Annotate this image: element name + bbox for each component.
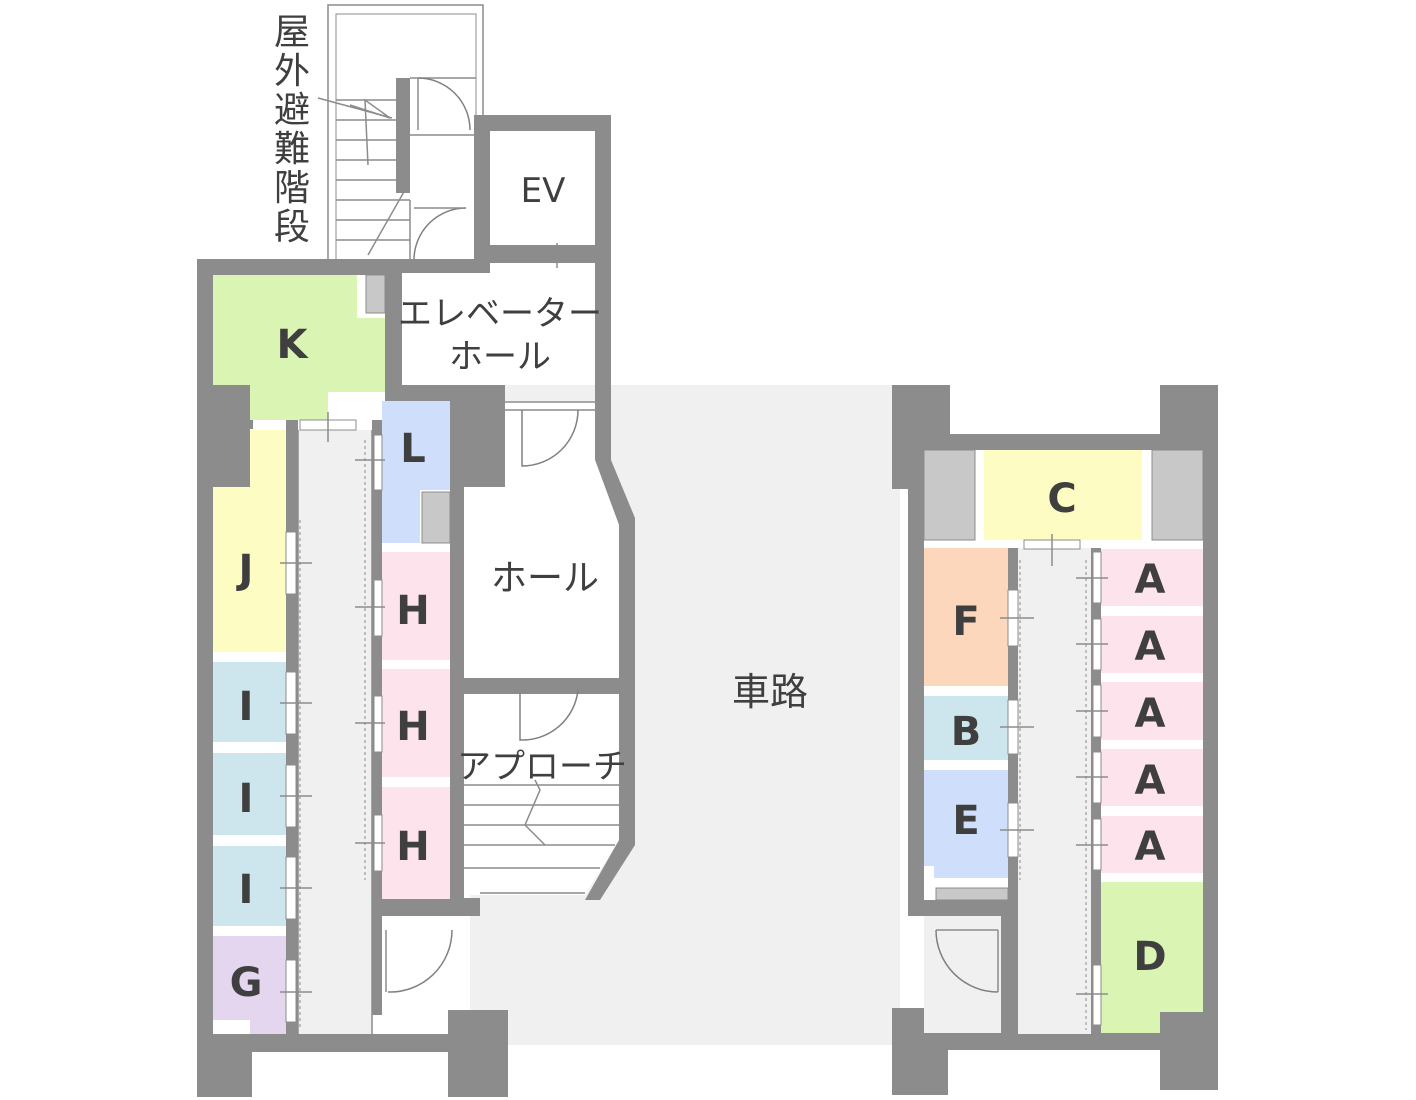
- unit-L-label: L: [400, 426, 426, 472]
- outdoor-stairs-char-3: 避: [274, 90, 310, 131]
- outdoor-stairs-char-2: 外: [274, 51, 310, 92]
- unit-A-2-label: A: [1135, 624, 1166, 670]
- unit-G-label: G: [230, 960, 263, 1006]
- unit-J-label: J: [236, 547, 254, 593]
- storage-K: [365, 274, 386, 314]
- unit-L[interactable]: [382, 401, 450, 543]
- storage-right-1: [923, 449, 976, 541]
- outdoor-stairs-char-5: 階: [274, 168, 310, 209]
- passage: [505, 401, 595, 487]
- approach-area: [464, 694, 619, 895]
- unit-I-2[interactable]: [213, 753, 286, 835]
- unit-A-2[interactable]: [1101, 616, 1203, 673]
- unit-G[interactable]: [213, 936, 286, 1034]
- hall-door: [521, 409, 579, 467]
- storage-L: [421, 491, 451, 544]
- hall-label: ホール: [491, 558, 599, 599]
- unit-K[interactable]: [213, 275, 385, 420]
- unit-H-3[interactable]: [382, 787, 450, 899]
- unit-F[interactable]: [924, 548, 1008, 686]
- unit-A-1[interactable]: [1101, 549, 1203, 606]
- unit-H-2-label: H: [396, 704, 429, 750]
- entrance-door-right: [935, 929, 999, 993]
- unit-H-3-label: H: [396, 824, 429, 870]
- hall-area: [464, 460, 619, 678]
- unit-A-5[interactable]: [1101, 816, 1203, 873]
- unit-I-1[interactable]: [213, 662, 286, 742]
- unit-A-4[interactable]: [1101, 749, 1203, 806]
- unit-D-label: D: [1133, 934, 1166, 980]
- left-corridor: [298, 430, 372, 1034]
- unit-A-3[interactable]: [1101, 682, 1203, 740]
- roadway-label: 車路: [732, 670, 808, 714]
- unit-H-1-label: H: [396, 588, 429, 634]
- approach-label: アプローチ: [457, 747, 627, 787]
- unit-C[interactable]: [984, 450, 1142, 540]
- elevator-hall: [402, 273, 595, 385]
- unit-F-label: F: [952, 599, 979, 645]
- outdoor-evacuation-stairs: [327, 4, 484, 265]
- ev-label: EV: [521, 171, 566, 211]
- unit-B-label: B: [951, 709, 982, 755]
- outdoor-stairs-char-6: 段: [274, 207, 310, 248]
- unit-I-2-label: I: [239, 776, 254, 822]
- unit-A-5-label: A: [1135, 824, 1166, 870]
- unit-E-label: E: [952, 798, 979, 844]
- unit-A-4-label: A: [1135, 758, 1166, 804]
- outdoor-stairs-char-4: 難: [274, 129, 310, 170]
- unit-J[interactable]: [213, 430, 286, 652]
- entrance-door-left: [387, 929, 453, 993]
- unit-A-3-label: A: [1135, 691, 1166, 737]
- elevator-shaft: [490, 131, 595, 245]
- unit-B[interactable]: [924, 696, 1008, 760]
- storage-right-2: [1151, 449, 1204, 541]
- unit-C-label: C: [1047, 476, 1076, 522]
- unit-I-3[interactable]: [213, 846, 286, 926]
- elevator-hall-label-line2: ホール: [449, 337, 551, 377]
- storage-E: [935, 887, 1009, 901]
- leader-line: [317, 97, 393, 119]
- unit-K-label: K: [277, 322, 310, 368]
- unit-H-2[interactable]: [382, 669, 450, 777]
- outdoor-stairs-char-1: 屋: [274, 12, 310, 53]
- unit-D[interactable]: [1101, 882, 1203, 1033]
- unit-A-1-label: A: [1135, 557, 1166, 603]
- outdoor-stairs-label: 屋 外 避 難 階 段: [274, 12, 393, 248]
- right-corridor: [1018, 548, 1091, 1034]
- unit-H-1[interactable]: [382, 552, 450, 660]
- unit-I-1-label: I: [239, 684, 254, 730]
- approach-stairs: [464, 779, 619, 894]
- elevator-hall-label-line1: エレベーター: [398, 294, 602, 334]
- unit-I-3-label: I: [239, 867, 254, 913]
- unit-E[interactable]: [924, 770, 1008, 878]
